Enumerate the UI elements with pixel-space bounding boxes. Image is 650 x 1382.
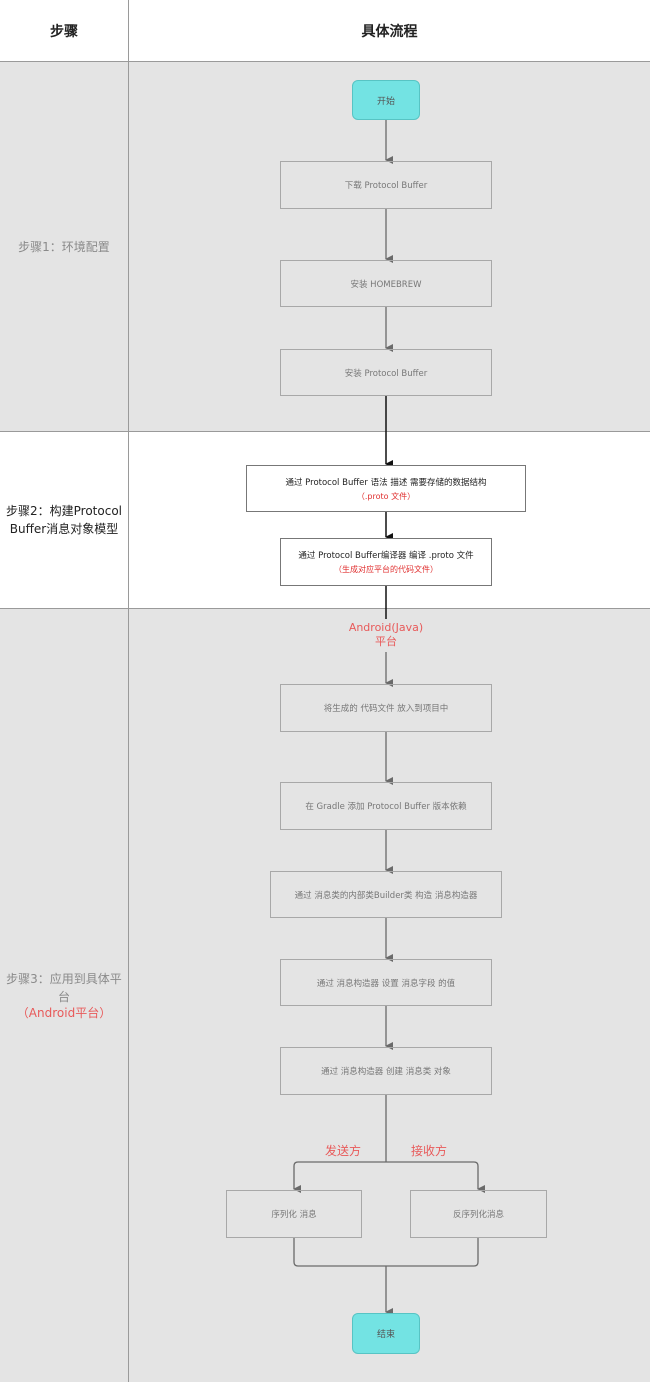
serialize-box: 序列化 消息 bbox=[226, 1190, 362, 1238]
header-flow: 具体流程 bbox=[361, 24, 418, 40]
merge-left bbox=[293, 1238, 386, 1267]
describe-structure-sub: （.proto 文件） bbox=[356, 491, 416, 501]
install-homebrew-box: 安装 HOMEBREW bbox=[280, 260, 492, 307]
lane-3 bbox=[0, 609, 650, 1382]
column-divider bbox=[128, 0, 129, 1382]
platform-label-line1: Android(Java) bbox=[348, 621, 424, 634]
lane-3-title: 步骤3：应用到具体平台 bbox=[6, 972, 122, 1004]
sender-label: 发送方 bbox=[324, 1144, 361, 1158]
end-node: 结束 bbox=[352, 1313, 420, 1354]
create-object-box: 通过 消息构造器 创建 消息类 对象 bbox=[280, 1047, 492, 1095]
describe-structure-box: 通过 Protocol Buffer 语法 描述 需要存储的数据结构 （.pro… bbox=[246, 465, 526, 512]
deserialize-box: 反序列化消息 bbox=[410, 1190, 547, 1238]
gradle-dependency-box: 在 Gradle 添加 Protocol Buffer 版本依赖 bbox=[280, 782, 492, 830]
install-pb-box: 安装 Protocol Buffer bbox=[280, 349, 492, 396]
header-step: 步骤 bbox=[50, 24, 78, 40]
compile-proto-text: 通过 Protocol Buffer编译器 编译 .proto 文件 bbox=[298, 551, 474, 561]
platform-label-line2: 平台 bbox=[375, 635, 397, 648]
merge-right bbox=[386, 1238, 479, 1267]
lane-1-title: 步骤1：环境配置 bbox=[18, 240, 110, 254]
lane-3-subtitle: （Android平台） bbox=[16, 1006, 112, 1020]
compile-proto-sub: （生成对应平台的代码文件） bbox=[334, 565, 438, 574]
compile-proto-box: 通过 Protocol Buffer编译器 编译 .proto 文件 （生成对应… bbox=[280, 538, 492, 586]
start-node: 开始 bbox=[352, 80, 420, 120]
receiver-label: 接收方 bbox=[410, 1144, 447, 1158]
header-row bbox=[0, 0, 650, 62]
describe-structure-text: 通过 Protocol Buffer 语法 描述 需要存储的数据结构 bbox=[285, 477, 487, 488]
arrow-to-serialize bbox=[293, 1161, 386, 1193]
arrow-to-deserialize bbox=[386, 1161, 485, 1193]
lane-2-title: 步骤2：构建Protocol Buffer消息对象模型 bbox=[6, 504, 122, 536]
lane-1 bbox=[0, 62, 650, 432]
builder-box: 通过 消息类的内部类Builder类 构造 消息构造器 bbox=[270, 871, 502, 918]
put-code-box: 将生成的 代码文件 放入到项目中 bbox=[280, 684, 492, 732]
set-field-box: 通过 消息构造器 设置 消息字段 的值 bbox=[280, 959, 492, 1006]
download-pb-box: 下载 Protocol Buffer bbox=[280, 161, 492, 209]
